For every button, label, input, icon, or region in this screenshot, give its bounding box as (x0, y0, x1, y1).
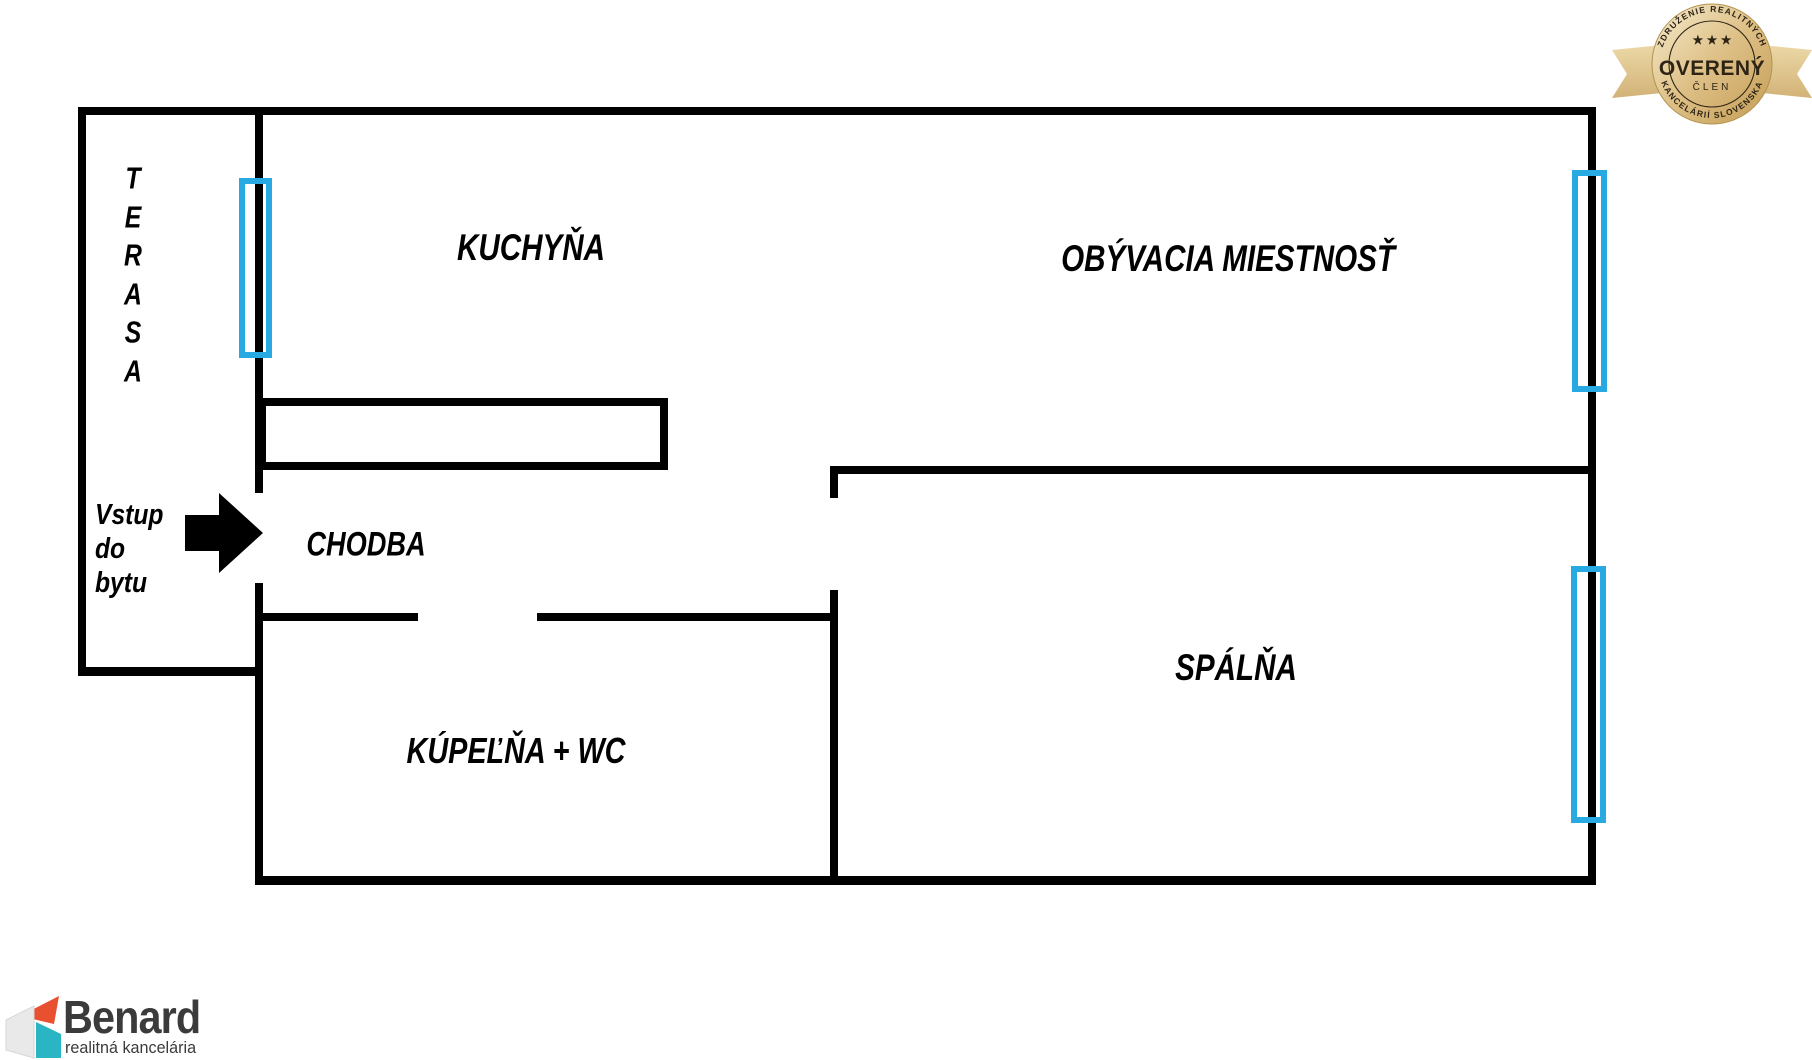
badge-subtitle: ČLEN (1693, 80, 1732, 93)
verified-member-badge: ZDRUŽENIE REALITNÝCH ★ ★ ★ OVERENÝ ČLEN … (1612, 3, 1812, 125)
room-label-kuchyna: KUCHYŇA (457, 227, 605, 268)
wall-right (1588, 107, 1596, 884)
kitchen-counter-outline (258, 398, 668, 470)
window-bedroom (1571, 566, 1606, 823)
room-label-spalna: SPÁLŇA (1175, 647, 1297, 688)
wall-terrace-bottom (78, 667, 263, 676)
entrance-label: Vstup do bytu (95, 499, 164, 599)
agency-logo-cube-icon (5, 996, 61, 1059)
badge-inner-ring (1668, 20, 1756, 108)
wall-bottom (255, 876, 1596, 885)
wall-top (78, 107, 1596, 115)
entrance-arrow-icon (185, 493, 263, 573)
room-label-kupelna-wc: KÚPEĽŇA + WC (406, 730, 626, 771)
badge-stars: ★ ★ ★ (1693, 33, 1732, 47)
room-label-terasa: T E R A S A (124, 160, 142, 389)
wall-bathroom-top-left (255, 613, 418, 621)
agency-logo: Benard realitná kancelária (0, 988, 260, 1060)
wall-inner-left-lower (255, 583, 263, 884)
window-living-room (1572, 170, 1607, 392)
wall-divider-stub (830, 466, 838, 498)
badge-title: OVERENÝ (1659, 56, 1765, 80)
wall-inner-left-upper (255, 107, 263, 493)
wall-living-bedroom-divider (830, 466, 1596, 474)
wall-bathroom-top-right (537, 613, 838, 621)
window-kitchen (239, 178, 272, 358)
room-label-obyvacia-miestnost: OBÝVACIA MIESTNOSŤ (1061, 238, 1395, 279)
agency-logo-tagline: realitná kancelária (65, 1038, 197, 1057)
wall-terrace-left (78, 107, 86, 676)
badge-seal-circle (1651, 3, 1773, 125)
wall-bedroom-divider-vertical (830, 590, 838, 884)
room-label-chodba: CHODBA (306, 525, 426, 564)
agency-logo-name: Benard (63, 991, 201, 1043)
